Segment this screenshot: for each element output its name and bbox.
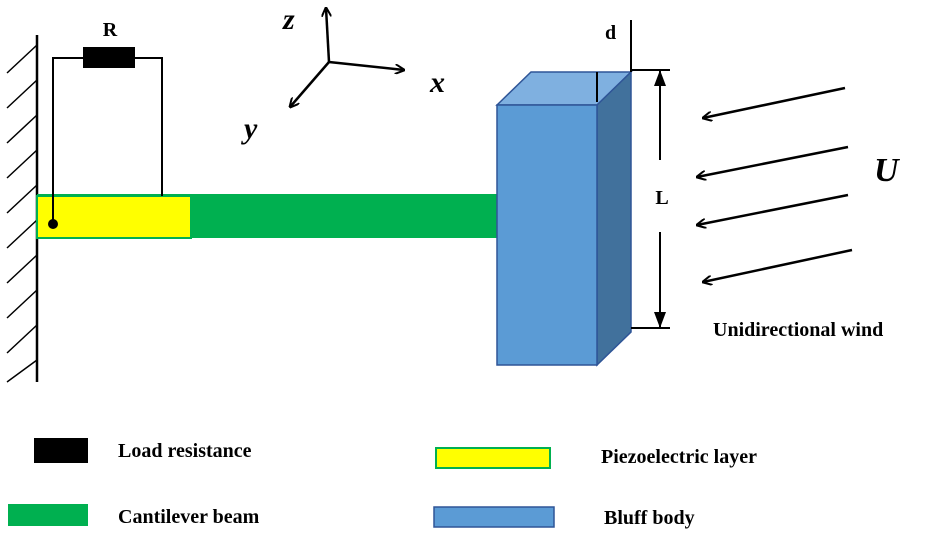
wind-arrow [697,193,849,225]
wind-arrow [703,86,846,118]
resistor-label: R [103,19,118,41]
axis-x-label: x [429,66,445,99]
dimension-l [631,69,670,329]
axis-z-arrow [326,8,329,63]
load-resistor [83,47,135,68]
legend-label-bluff-body: Bluff body [604,507,695,529]
dimension-d [596,20,632,102]
coordinate-axes [290,8,404,107]
axis-y-label: y [241,112,258,145]
wind-arrows [697,86,853,282]
axis-z-label: z [282,3,295,36]
legend-swatch-load-resistance [34,438,88,463]
bluff-body-front [496,104,598,366]
legend: Load resistance Cantilever beam Piezoele… [8,438,757,529]
legend-label-load-resistance: Load resistance [118,440,252,462]
dimension-d-label: d [605,22,616,44]
wind-speed-label: U [874,152,901,189]
legend-label-cantilever-beam: Cantilever beam [118,506,260,528]
piezoelectric-layer [36,195,192,239]
wind-caption: Unidirectional wind [713,319,883,341]
legend-label-piezoelectric-layer: Piezoelectric layer [601,446,757,468]
axis-y-arrow [290,61,330,107]
wind-arrow [697,145,849,177]
fixed-wall [6,35,39,383]
load-circuit [48,57,163,229]
electrode-dot [48,219,58,229]
legend-swatch-cantilever-beam [8,504,88,526]
legend-swatch-piezoelectric-layer [435,447,551,469]
dimension-l-label: L [655,187,668,209]
axis-x-arrow [328,60,404,70]
bluff-body-side [596,70,632,367]
wind-arrow [703,248,853,282]
legend-swatch-bluff-body [433,506,555,528]
bluff-body [495,70,633,367]
